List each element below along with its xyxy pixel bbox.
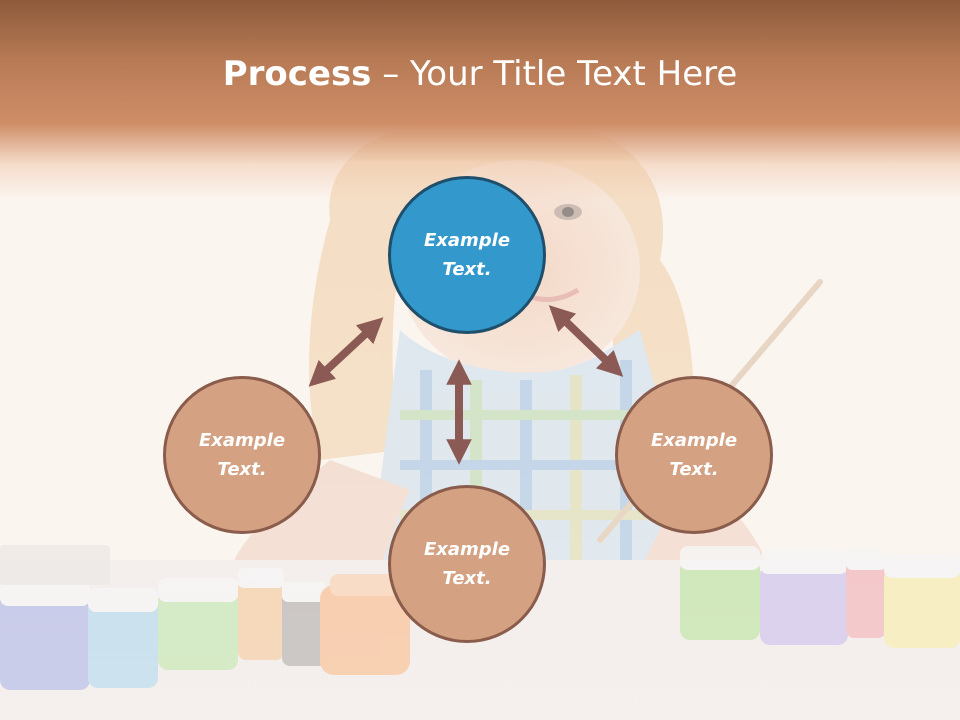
slide-title: Process – Your Title Text Here: [0, 52, 960, 96]
step-bottom-line1: Example: [423, 539, 511, 560]
title-rest: – Your Title Text Here: [371, 54, 738, 94]
step-bottom-line2: Text.: [442, 568, 492, 589]
title-band: [0, 0, 960, 200]
step-top-line1: Example: [423, 230, 511, 251]
step-left-line2: Text.: [217, 459, 267, 480]
title-bold: Process: [222, 54, 372, 94]
step-top-line2: Text.: [442, 259, 492, 280]
step-left-line1: Example: [198, 430, 286, 451]
step-right-line1: Example: [650, 430, 738, 451]
step-right-line2: Text.: [669, 459, 719, 480]
